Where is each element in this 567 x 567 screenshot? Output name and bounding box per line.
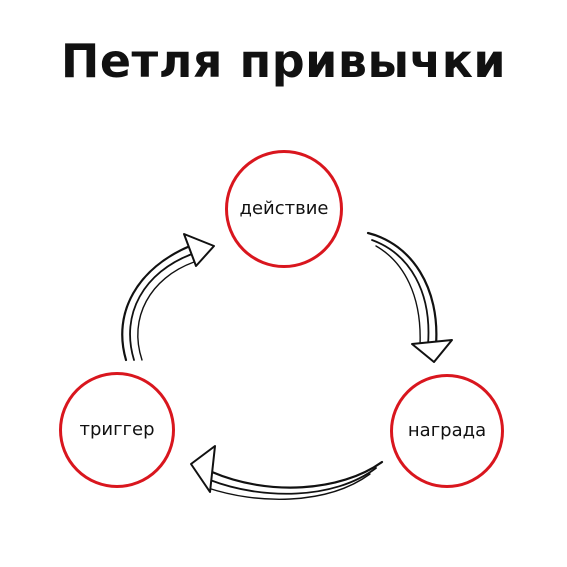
node-trigger-label: триггер: [79, 419, 155, 440]
node-action: действие: [225, 150, 343, 268]
node-reward: награда: [390, 374, 504, 488]
node-action-label: действие: [239, 198, 329, 219]
node-trigger: триггер: [59, 372, 175, 488]
arrow-trigger-to-action: [121, 233, 215, 362]
page-title: Петля привычки: [60, 34, 507, 88]
arrow-reward-to-trigger: [190, 445, 384, 500]
arrow-action-to-reward: [366, 231, 453, 363]
node-reward-label: награда: [407, 420, 487, 441]
